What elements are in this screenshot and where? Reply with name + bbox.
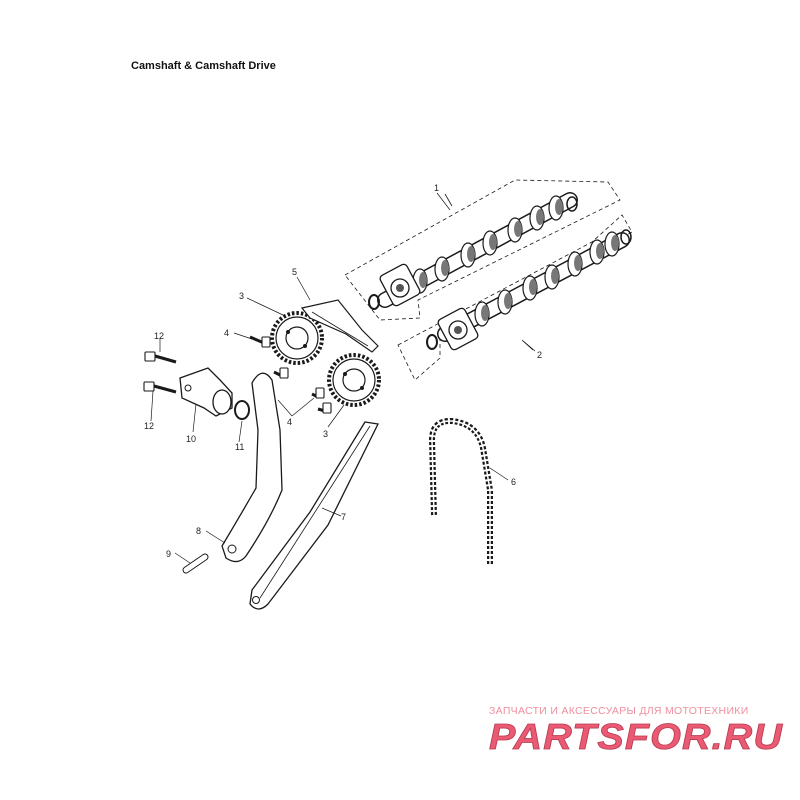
callout-5: 5: [292, 267, 297, 277]
pivot-pin: [182, 553, 209, 574]
callout-2: 2: [537, 350, 542, 360]
cam-sprocket-upper: [270, 311, 324, 365]
chain-tensioner: [179, 367, 233, 417]
tensioner-bolts: [143, 351, 177, 394]
callout-4-upper: 4: [224, 328, 229, 338]
watermark-logo: PARTSFOR.RU: [489, 717, 783, 757]
callout-3-upper: 3: [239, 291, 244, 301]
watermark-tagline: ЗАПЧАСТИ И АКСЕССУАРЫ ДЛЯ МОТОТЕХНИКИ: [489, 705, 749, 717]
callout-12-upper: 12: [154, 331, 164, 341]
tensioner-o-ring: [234, 400, 250, 420]
leader-lines: [150, 192, 536, 564]
sprocket-bolts: [249, 335, 332, 414]
callout-7: 7: [341, 512, 346, 522]
camshaft-lower: [397, 214, 633, 381]
cam-chain: [428, 417, 493, 565]
callout-9: 9: [166, 549, 171, 559]
page-title: Camshaft & Camshaft Drive: [131, 60, 276, 72]
camshaft-upper: [344, 179, 621, 321]
callout-6: 6: [511, 477, 516, 487]
callout-12-lower: 12: [144, 421, 154, 431]
callout-1: 1: [434, 183, 439, 193]
callout-4-lower: 4: [287, 417, 292, 427]
callout-10: 10: [186, 434, 196, 444]
callouts: 1 2 3 3 4 4 5 6 7 8 9 10 11 12 12: [144, 183, 542, 559]
callout-8: 8: [196, 526, 201, 536]
callout-11: 11: [235, 442, 244, 452]
callout-3-lower: 3: [323, 429, 328, 439]
chain-guide-top: [300, 299, 379, 353]
cam-sprocket-lower: [327, 353, 381, 407]
chain-guide-fixed: [249, 421, 379, 610]
tensioner-arm: [221, 372, 283, 563]
watermark-logo-text: PARTSFOR.RU: [489, 717, 783, 757]
